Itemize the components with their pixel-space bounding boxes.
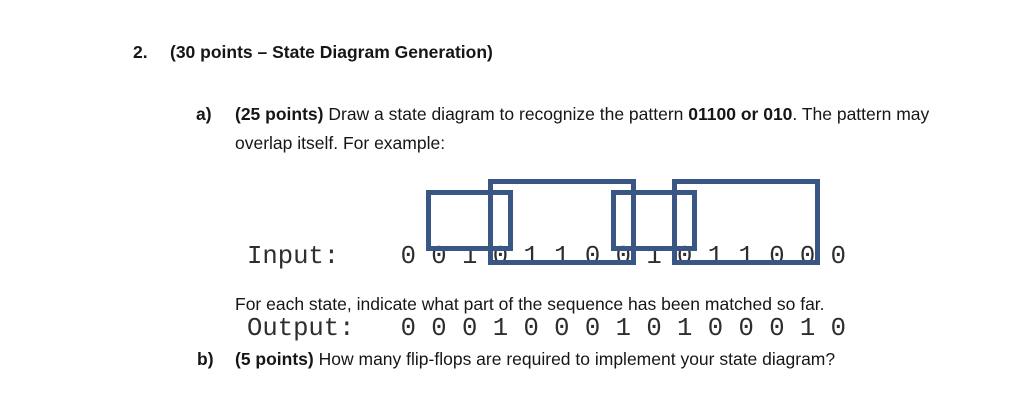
part-a-text: (25 points) Draw a state diagram to reco… [235,100,930,158]
part-b-label: b) [197,349,214,369]
part-a-points: (25 points) [235,104,324,124]
part-a-tail: . The pattern may overlap itself. For ex… [235,104,930,153]
part-b-question: How many flip-flops are required to impl… [318,349,836,369]
part-b-text: (5 points) How many flip-flops are requi… [235,345,1015,374]
part-a-pattern: 01100 or 010 [688,104,793,124]
match-01100-second-box [672,179,821,265]
question-number: 2. [133,42,148,62]
part-a-note: For each state, indicate what part of th… [235,294,825,314]
question-title: 2. (30 points – State Diagram Generation) [133,38,493,67]
output-bits: 0 0 0 1 0 0 0 1 0 1 0 0 0 1 0 [400,314,846,343]
match-010-second-box [610,190,698,251]
input-label: Input: [247,242,340,271]
output-row: Output: 0 0 0 1 0 0 0 1 0 1 0 0 0 1 0 [247,314,887,343]
match-01100-first-box [487,179,636,265]
part-b-points: (5 points) [235,349,314,369]
part-a-label: a) [196,104,212,124]
match-010-first-box [426,190,514,251]
io-example: Input:0 0 1 0 1 1 0 0 1 0 1 1 0 0 0 Outp… [247,175,887,341]
part-a-lead: Draw a state diagram to recognize the pa… [328,104,684,124]
output-label: Output: [247,314,355,343]
question-title-text: (30 points – State Diagram Generation) [170,42,493,62]
